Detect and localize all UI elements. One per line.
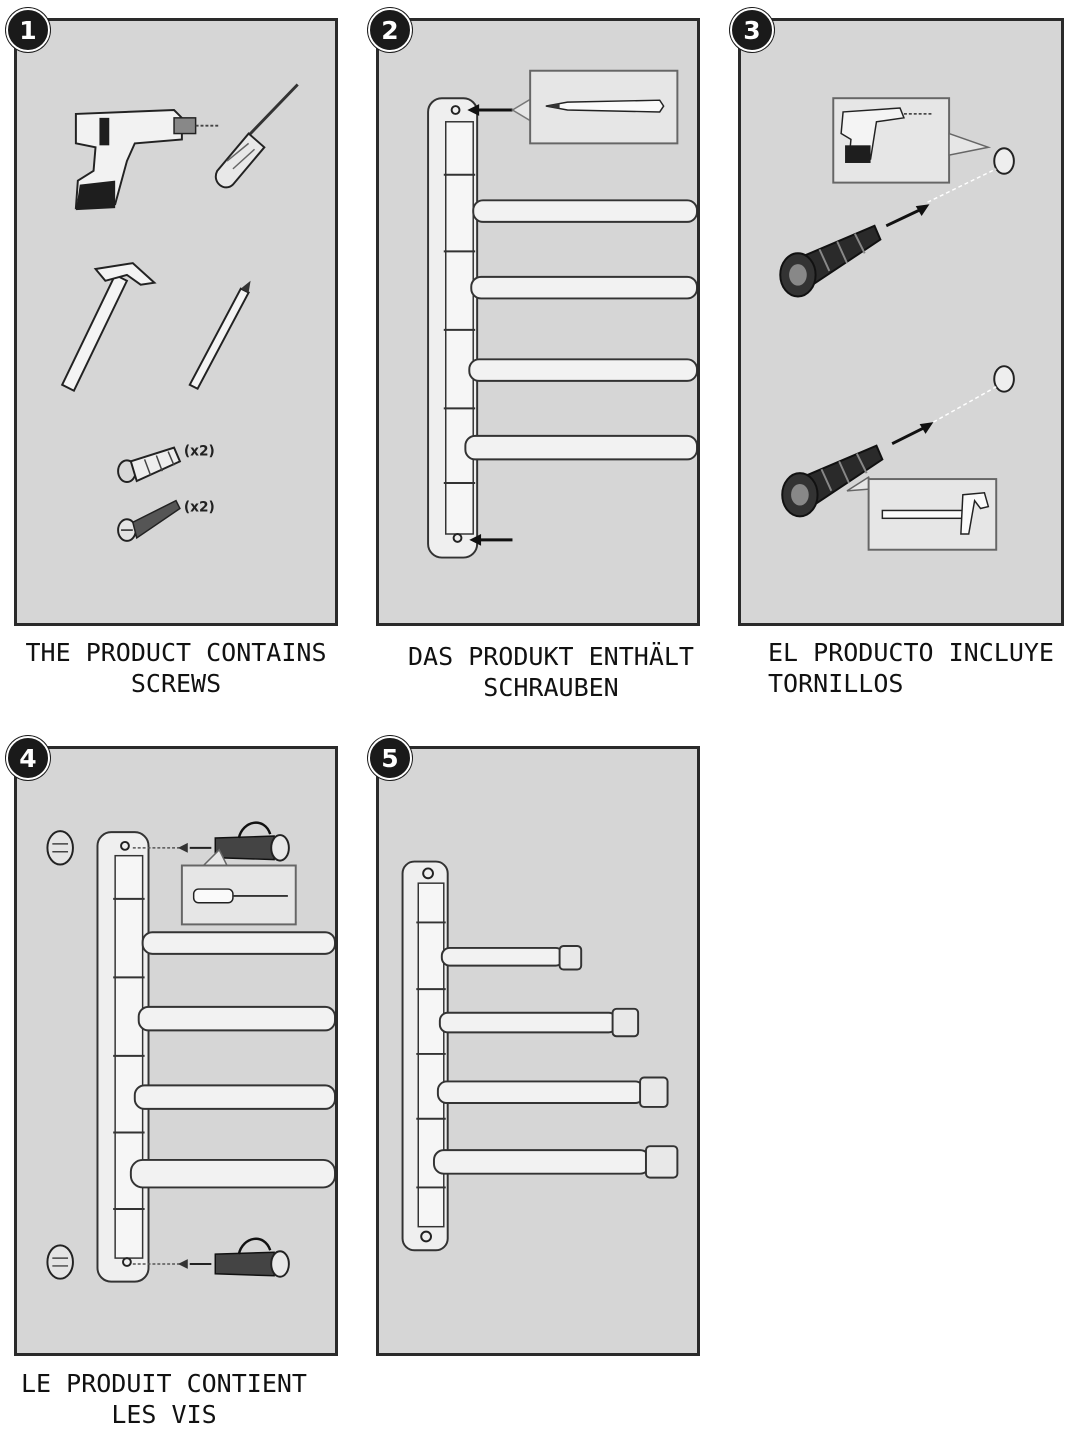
step-4-mounting-illustration [17,749,335,1353]
wall-anchor-icon [780,226,880,297]
step-2-badge: 2 [368,8,412,52]
step-5-installed-rack-illustration [379,749,697,1353]
pencil-icon [190,281,251,389]
step-1-caption: THE PRODUCT CONTAINS SCREWS [14,637,338,699]
step-3-caption: EL PRODUCTO INCLUYE TORNILLOS [768,637,1054,699]
screw-icon [133,823,289,861]
step-4-panel [14,746,338,1356]
screw-icon [133,1239,289,1277]
drill-icon [833,98,988,182]
step-3-badge: 3 [730,8,774,52]
hammer-icon [62,263,154,391]
towel-rack-icon [428,98,697,557]
wall-anchor-icon [47,1245,73,1278]
pencil-icon [512,71,677,144]
hammer-icon [847,477,996,550]
step-4-caption: LE PRODUIT CONTIENT LES VIS [14,1368,314,1430]
towel-rack-icon [403,862,678,1251]
step-2-caption: DAS PRODUKT ENTHÄLT SCHRAUBEN [376,641,726,703]
screw-icon [118,501,180,541]
step-5-panel [376,746,700,1356]
anchor-quantity: (x2) [184,443,215,459]
step-5-badge: 5 [368,736,412,780]
drill-icon [76,110,219,210]
step-3-anchor-illustration [741,21,1061,623]
step-4-badge: 4 [6,736,50,780]
step-2-panel [376,18,700,626]
step-1-tools-illustration: (x2) (x2) [17,21,335,623]
wall-hole-icon [994,366,1014,392]
wall-anchor-icon [118,448,180,482]
screwdriver-icon [216,84,298,187]
step-2-marking-illustration [379,21,697,623]
step-1-badge: 1 [6,8,50,52]
wall-anchor-icon [47,831,73,864]
wall-hole-icon [994,148,1014,174]
step-1-panel: (x2) (x2) [14,18,338,626]
screw-quantity: (x2) [184,499,215,515]
step-3-panel [738,18,1064,626]
